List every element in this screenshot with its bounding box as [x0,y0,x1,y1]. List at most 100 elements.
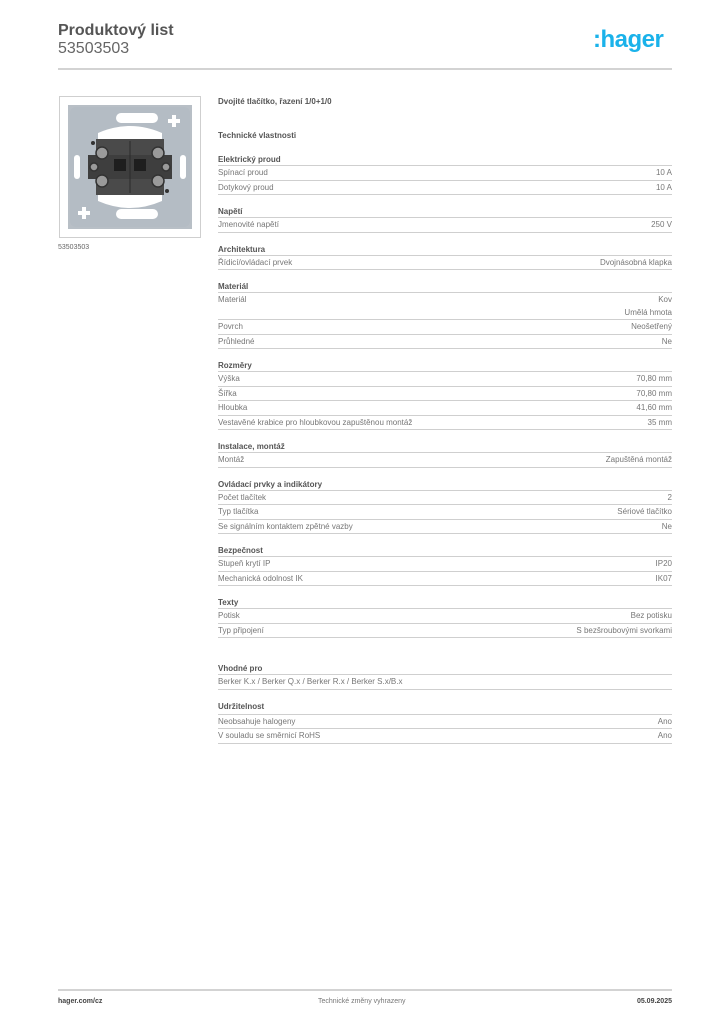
row-value: Zapuštěná montáž [606,453,672,467]
value-line: 70,80 mm [636,374,672,383]
spec-row: Berker K.x / Berker Q.x / Berker R.x / B… [218,675,672,690]
image-caption: 53503503 [58,244,90,251]
value-line: Ano [657,731,672,740]
value-line: 10 A [655,168,672,177]
row-value: S bezšroubovými svorkami [576,624,672,638]
value-line: Kov [658,295,672,304]
footer-date: 05.09.2025 [636,998,672,1005]
group-title: Instalace, montáž [218,441,672,453]
spec-row: Neobsahuje halogeny Ano [218,715,672,729]
row-value: Sériové tlačítko [617,505,672,519]
row-label: Potisk [218,611,240,620]
suitable-group: Vhodné pro Berker K.x / Berker Q.x / Ber… [218,663,672,690]
value-line: S bezšroubovými svorkami [576,625,672,635]
row-value: 41,60 mm [636,401,672,415]
group-title: Udržitelnost [218,701,672,715]
row-label: Montáž [218,455,245,464]
row-value: Neošetřený [631,320,672,334]
spec-row: Výška 70,80 mm [218,372,672,387]
row-value: 70,80 mm [636,372,672,386]
row-label: Průhledné [218,336,255,346]
product-image [59,96,201,238]
value-line: 35 mm [647,417,672,427]
row-value: Ano [658,729,672,743]
page-title: Produktový list [58,22,174,39]
footer-disclaimer: Technické změny vyhrazeny [318,998,406,1005]
product-code: 53503503 [58,40,130,57]
spec-row: Hloubka 41,60 mm [218,401,672,416]
spec-row: Se signálním kontaktem zpětné vazby Ne [218,520,672,534]
spec-row: Průhledné Ne [218,335,672,349]
value-line: Bez potisku [630,611,672,620]
row-value: Ne [662,520,672,534]
row-label: V souladu se směrnicí RoHS [218,731,321,740]
row-value: IK07 [656,572,672,586]
row-label: Hloubka [218,403,248,412]
switch-insert-illustration [68,105,192,229]
row-value: Ano [658,715,672,729]
row-value: 2 [668,491,672,505]
spec-row: Vestavěné krabice pro hloubkovou zapuště… [218,416,672,430]
row-value: 10 A [656,181,672,195]
row-value: Ne [662,335,672,349]
spec-row: Mechanická odolnost IK IK07 [218,572,672,586]
row-value: 35 mm [648,416,672,430]
row-label: Šířka [218,388,237,398]
spec-row: Montáž Zapuštěná montáž [218,453,672,468]
value-line: Sériové tlačítko [617,507,672,516]
value-line: Ano [657,716,672,726]
group-title: Architektura [218,244,672,256]
value-line: 2 [667,492,672,502]
row-label: Výška [218,374,240,383]
spec-row: Potisk Bez potisku [218,609,672,624]
group-title: Bezpečnost [218,545,672,557]
row-label: Se signálním kontaktem zpětné vazby [218,521,353,531]
row-label: Řídicí/ovládací prvek [218,257,293,267]
value-line: 10 A [655,182,672,192]
footer-divider [58,989,672,991]
value-line: IK07 [655,573,672,583]
row-label: Typ připojení [218,625,264,635]
spec-row: Počet tlačítek 2 [218,491,672,505]
row-label: Povrch [218,322,243,331]
row-value: Dvojnásobná klapka [600,256,672,270]
value-line: 250 V [651,220,672,229]
group-title: Elektrický proud [218,154,672,166]
value-line: IP20 [655,559,672,568]
group-title: Napětí [218,206,672,218]
spec-row: Dotykový proud 10 A [218,181,672,195]
row-label: Vestavěné krabice pro hloubkovou zapuště… [218,417,413,427]
value-line: Dvojnásobná klapka [599,257,672,267]
specs-content: Dvojité tlačítko, řazení 1/0+1/0 Technic… [218,96,672,744]
spec-row: V souladu se směrnicí RoHS Ano [218,729,672,744]
spec-row: Řídicí/ovládací prvek Dvojnásobná klapka [218,256,672,270]
value-line: Ne [661,521,672,531]
footer-website-link[interactable]: hager.com/cz [58,998,103,1005]
value-line: Ne [661,336,672,346]
group-title: Texty [218,597,672,609]
group-title: Vhodné pro [218,663,672,675]
group-title: Materiál [218,281,672,293]
row-label: Počet tlačítek [218,492,267,502]
row-label: Neobsahuje halogeny [218,716,296,726]
row-label: Dotykový proud [218,182,274,192]
value-line: Zapuštěná montáž [605,455,672,464]
row-value: 10 A [656,166,672,180]
value-line: 70,80 mm [636,388,672,398]
group-title: Rozměry [218,360,672,372]
row-label: Mechanická odolnost IK [218,573,303,583]
